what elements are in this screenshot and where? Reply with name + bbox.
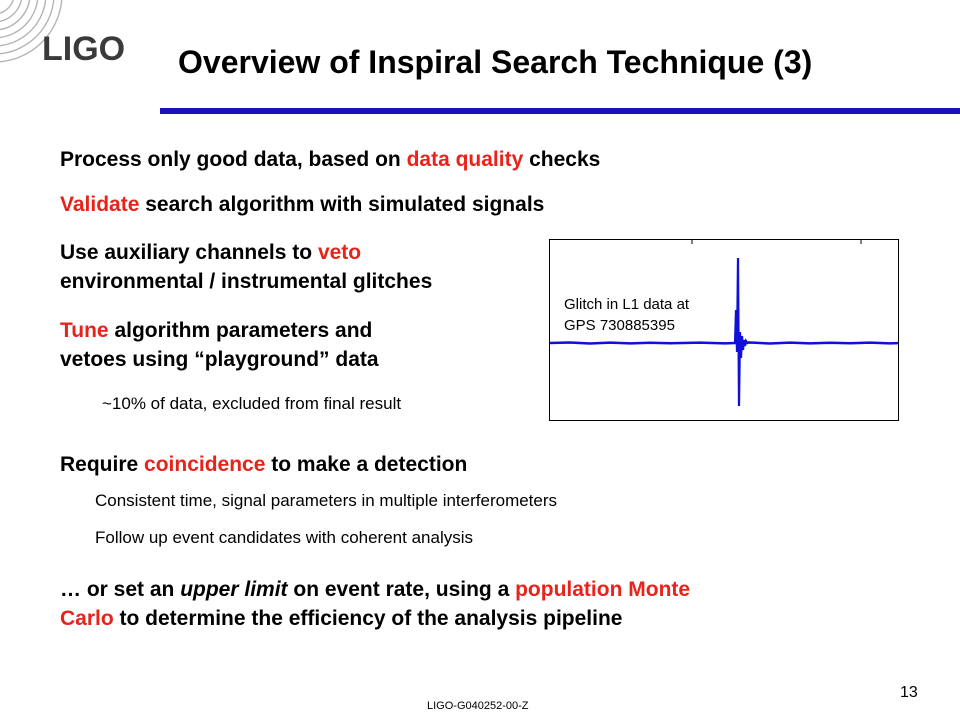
bullet-text-line2: environmental / instrumental glitches xyxy=(60,270,433,293)
bullet-text-line2: vetoes using “playground” data xyxy=(60,348,379,371)
bullet-text: … or set an xyxy=(60,578,181,601)
bullet-tune: Tune algorithm parameters and vetoes usi… xyxy=(60,316,379,374)
bullet-text: to determine the efficiency of the analy… xyxy=(113,607,623,630)
sub-bullet-playground: ~10% of data, excluded from final result xyxy=(102,394,402,413)
bullet-upper-limit: … or set an upper limit on event rate, u… xyxy=(60,575,690,633)
page-number: 13 xyxy=(900,684,918,701)
glitch-plot: Glitch in L1 data at GPS 730885395 xyxy=(549,239,899,421)
glitch-caption: Glitch in L1 data at GPS 730885395 xyxy=(564,294,689,336)
sub-bullet-consistent: Consistent time, signal parameters in mu… xyxy=(95,491,558,510)
baseline-signal xyxy=(550,341,898,345)
document-id: LIGO-G040252-00-Z xyxy=(427,700,529,712)
bullet-text: search algorithm with simulated signals xyxy=(139,193,545,216)
highlight-text: Validate xyxy=(60,193,140,216)
title-underline-bar xyxy=(160,108,960,114)
sub-bullet-follow-up: Follow up event candidates with coherent… xyxy=(95,528,473,547)
bullet-text: to make a detection xyxy=(265,453,468,476)
bullet-text: on event rate, using a xyxy=(287,578,516,601)
caption-line: GPS 730885395 xyxy=(564,317,675,334)
bullet-text: algorithm parameters and xyxy=(108,319,373,342)
bullet-veto: Use auxiliary channels to veto environme… xyxy=(60,238,432,296)
highlight-text: coincidence xyxy=(144,453,266,476)
highlight-text: Tune xyxy=(60,319,109,342)
bullet-data-quality: Process only good data, based on data qu… xyxy=(60,145,600,174)
bullet-text: Process only good data, based on xyxy=(60,148,407,171)
highlight-text: data quality xyxy=(406,148,524,171)
ligo-logo: LIGO xyxy=(0,0,160,100)
highlight-text: veto xyxy=(317,241,362,264)
logo-text: LIGO xyxy=(42,30,126,68)
glitch-waveform xyxy=(550,240,898,407)
bullet-coincidence: Require coincidence to make a detection xyxy=(60,450,467,479)
caption-line: Glitch in L1 data at xyxy=(564,296,690,313)
bullet-text: Use auxiliary channels to xyxy=(60,241,318,264)
highlight-text: Carlo xyxy=(60,607,114,630)
glitch-spike xyxy=(733,257,749,407)
bullet-text: Require xyxy=(60,453,145,476)
italic-text: upper limit xyxy=(180,578,288,601)
highlight-text: population Monte xyxy=(515,578,691,601)
bullet-validate: Validate search algorithm with simulated… xyxy=(60,190,544,219)
slide-title: Overview of Inspiral Search Technique (3… xyxy=(178,44,813,80)
bullet-text: checks xyxy=(523,148,601,171)
